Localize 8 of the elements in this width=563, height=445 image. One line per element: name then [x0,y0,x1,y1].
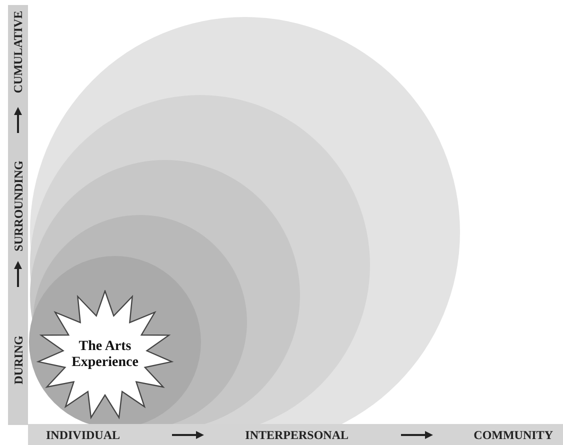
axis-label: DURING [11,336,25,384]
starburst-label: The Arts Experience [70,339,140,371]
axis-label: COMMUNITY [474,426,553,444]
axis-label: INDIVIDUAL [46,426,120,444]
axis-label: CUMULATIVE [11,10,25,94]
axis-label: SURROUNDING [11,160,25,252]
axis-label: INTERPERSONAL [245,426,349,444]
starburst-shape [35,290,175,420]
